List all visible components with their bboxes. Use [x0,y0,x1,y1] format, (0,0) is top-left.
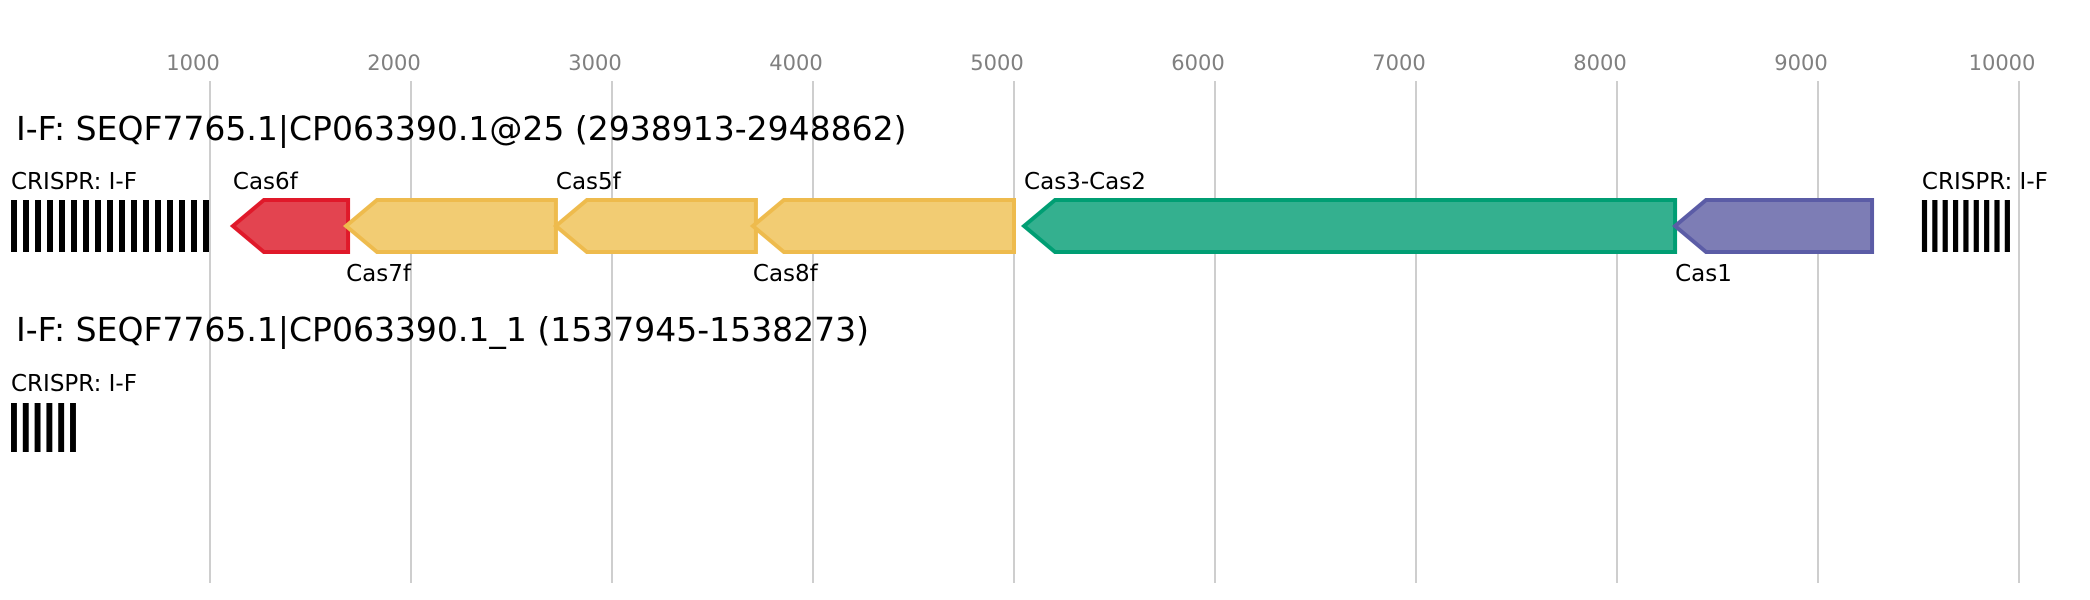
crispr-repeat [47,200,54,252]
gene-cas7f[interactable]: Cas7f [342,198,558,287]
crispr-repeat [190,200,197,252]
gene-arrow[interactable] [1671,198,1875,254]
gene-label: Cas1 [1675,261,1732,287]
crispr-array[interactable]: CRISPR: I-F [11,169,209,252]
crispr-repeat [1921,200,1928,252]
crispr-repeat [35,200,42,252]
gene-arrow[interactable] [342,198,558,254]
locus-track: CRISPR: I-F [11,371,137,452]
crispr-repeat [202,200,209,252]
crispr-repeat [23,200,30,252]
crispr-repeat [11,200,18,252]
crispr-repeat [1932,200,1938,252]
tick-label: 5000 [970,51,1023,75]
tick-label: 10000 [1969,51,2036,75]
crispr-repeat [1952,200,1959,252]
crispr-label: CRISPR: I-F [11,371,137,397]
crispr-repeat [1942,200,1948,252]
tick-label: 6000 [1171,51,1224,75]
crispr-repeat [1994,200,2000,252]
tick-label: 7000 [1372,51,1425,75]
tick-label: 8000 [1573,51,1626,75]
crispr-repeat [166,200,173,252]
crispr-repeat [71,200,78,252]
crispr-repeat [2004,200,2010,252]
crispr-repeat [46,403,53,452]
gene-label: Cas3-Cas2 [1024,169,1146,195]
crispr-array[interactable]: CRISPR: I-F [11,371,137,452]
tick-label: 2000 [367,51,420,75]
crispr-array[interactable]: CRISPR: I-F [1921,169,2048,252]
crispr-repeat [107,200,114,252]
tick-label: 1000 [166,51,219,75]
crispr-repeat [143,200,149,252]
gene-arrow[interactable] [749,198,1016,254]
crispr-repeat [95,200,102,252]
crispr-repeat [1963,200,1969,252]
gene-label: Cas7f [346,261,412,287]
crispr-repeat [119,200,126,252]
crispr-repeat [58,403,65,452]
crispr-repeat [154,200,161,252]
locus-title-1: I-F: SEQF7765.1|CP063390.1@25 (2938913-2… [16,109,906,148]
crispr-repeat [59,200,66,252]
gene-cas1[interactable]: Cas1 [1671,198,1875,287]
crispr-label: CRISPR: I-F [1922,169,2048,195]
tick-label: 9000 [1774,51,1827,75]
gene-arrow[interactable] [552,198,758,254]
gene-cas6f[interactable]: Cas6f [229,169,351,254]
crispr-label: CRISPR: I-F [11,169,137,195]
gene-label: Cas5f [556,169,622,195]
crispr-repeat [34,403,41,452]
crispr-repeat [131,200,138,252]
locus-title-2: I-F: SEQF7765.1|CP063390.1_1 (1537945-15… [16,310,869,349]
gene-cas3-cas2[interactable]: Cas3-Cas2 [1020,169,1678,254]
tick-label: 3000 [568,51,621,75]
crispr-repeat [1984,200,1990,252]
gene-label: Cas8f [753,261,819,287]
crispr-repeat [11,403,17,452]
gene-label: Cas6f [233,169,299,195]
axis: 1000 2000 3000 4000 5000 6000 7000 8000 9000 1000… [166,51,2035,583]
crispr-repeat [83,200,90,252]
tick-label: 4000 [769,51,822,75]
crispr-repeat [70,403,76,452]
gene-cas8f[interactable]: Cas8f [749,198,1016,287]
gene-arrow[interactable] [1020,198,1678,254]
crispr-repeat [22,403,29,452]
crispr-repeat [178,200,185,252]
crispr-repeat [1973,200,1979,252]
gene-cas5f[interactable]: Cas5f [552,169,758,254]
gene-arrow[interactable] [229,198,351,254]
